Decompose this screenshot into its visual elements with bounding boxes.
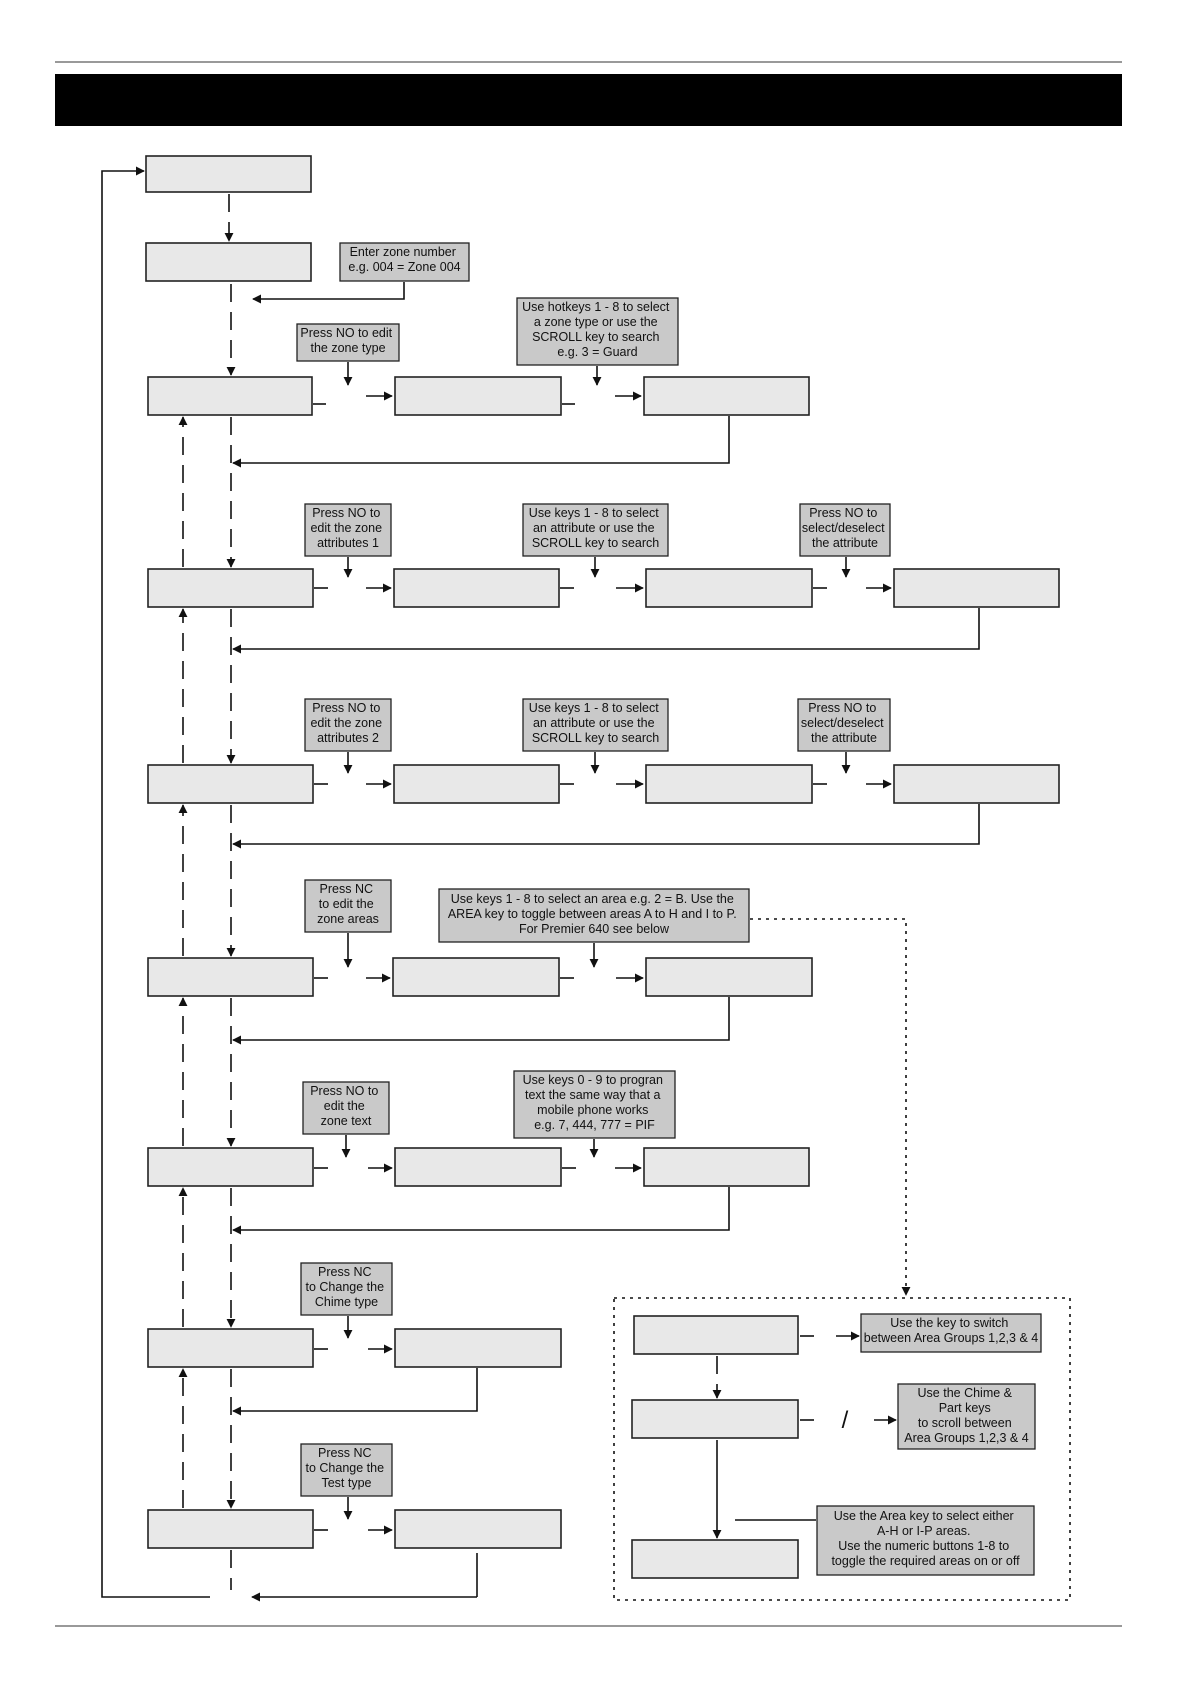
note-area-groups-scroll: Use the Chime & Part keys to scroll betw… <box>897 1383 1036 1450</box>
premier-640-panel <box>613 1297 1071 1601</box>
display-box-areas-b <box>392 957 560 997</box>
display-box-chime <box>147 1328 314 1368</box>
display-box-test-b <box>394 1509 562 1549</box>
note-area-groups-switch: Use the key to switch between Area Group… <box>860 1313 1042 1353</box>
display-box-area-group-2 <box>631 1399 799 1439</box>
display-box-start <box>145 155 312 193</box>
display-box-areas <box>147 957 314 997</box>
display-box-zone-type <box>147 376 313 416</box>
display-box-area-group-3 <box>631 1539 799 1579</box>
note-press-no-attributes-2: Press NO to edit the zone attributes 2 <box>304 698 392 752</box>
svg-text:Use keys 1 - 8 to select: Use keys 1 - 8 to select an attribute or… <box>529 701 662 745</box>
note-select-attribute-1: Press NO to select/deselect the attribut… <box>799 503 891 557</box>
svg-text:Use the key to switch: Use the key to switch between Area Group… <box>864 1316 1038 1345</box>
note-press-no-attributes-1: Press NO to edit the zone attributes 1 <box>304 503 392 557</box>
row6-return <box>232 1368 478 1416</box>
svg-text:Press NO to edit the zon: Press NO to edit the zone attributes 2 <box>310 701 385 745</box>
note-press-no-test: Press NC to Change the Test type <box>300 1443 393 1497</box>
svg-text:Use keys 1 - 8 to select an ar: Use keys 1 - 8 to select an area e.g. 2 … <box>448 892 740 936</box>
note-select-attribute-2: Press NO to select/deselect the attribut… <box>797 698 891 752</box>
svg-text:Enter zone number e.g. 0: Enter zone number e.g. 004 = Zone 004 <box>348 245 460 274</box>
note-keys-areas: Use keys 1 - 8 to select an area e.g. 2 … <box>438 888 750 943</box>
svg-text:Use hotkeys 1 - 8 to select: Use hotkeys 1 - 8 to select a zone type … <box>522 300 673 359</box>
display-box-text-c <box>643 1147 810 1187</box>
display-box-test <box>147 1509 314 1549</box>
display-box-attributes-1 <box>147 568 314 608</box>
display-box-attributes-1-d <box>893 568 1060 608</box>
note-area-select: Use the Area key to select either A-H or… <box>816 1505 1035 1576</box>
row5-return <box>232 1187 730 1235</box>
svg-text:Use the Area key to select eit: Use the Area key to select either A-H or… <box>831 1509 1020 1568</box>
note-keys-attributes-1: Use keys 1 - 8 to select an attribute or… <box>522 503 669 557</box>
svg-text:Use the Chime & Part key: Use the Chime & Part keys to scroll betw… <box>904 1386 1028 1445</box>
svg-text:Use keys 1 - 8 to select: Use keys 1 - 8 to select an attribute or… <box>529 506 662 550</box>
display-box-zone-type-2 <box>394 376 562 416</box>
slash-symbol: / <box>842 1407 849 1434</box>
svg-text:Use keys 0 - 9 to progran: Use keys 0 - 9 to progran text the same … <box>523 1073 667 1132</box>
svg-text:Press NO to select/desel: Press NO to select/deselect the attribut… <box>802 506 888 550</box>
display-box-attributes-2-c <box>645 764 813 804</box>
row2-return <box>232 608 980 654</box>
row1-return <box>232 416 730 468</box>
note-hotkeys-zone-type: Use hotkeys 1 - 8 to select a zone type … <box>516 297 679 366</box>
display-box-text-b <box>394 1147 562 1187</box>
svg-text:Press NO to edit the zon: Press NO to edit the zone attributes 1 <box>310 506 385 550</box>
note-press-no-chime: Press NC to Change the Chime type <box>300 1262 393 1316</box>
svg-text:Press NO to edit the: Press NO to edit the zone text <box>310 1084 382 1128</box>
display-box-zone-type-3 <box>643 376 810 416</box>
note-press-no-zone-type: Press NO to edit the zone type <box>296 323 400 362</box>
svg-text:Press NC to Change the: Press NC to Change the Chime type <box>305 1265 387 1309</box>
row4-return <box>232 997 730 1045</box>
svg-text:Press NC to Change the: Press NC to Change the Test type <box>305 1446 387 1490</box>
svg-text:Press NC to edit the: Press NC to edit the zone areas <box>317 882 379 926</box>
display-box-attributes-1-b <box>393 568 560 608</box>
display-box-zone-select <box>145 242 312 282</box>
flow-enter-zone <box>252 282 405 304</box>
row3-return <box>232 804 980 849</box>
note-keys-text: Use keys 0 - 9 to progran text the same … <box>513 1070 676 1139</box>
display-box-text <box>147 1147 314 1187</box>
display-box-attributes-2 <box>147 764 314 804</box>
header-band <box>55 74 1122 126</box>
display-box-attributes-2-d <box>893 764 1060 804</box>
display-box-attributes-1-c <box>645 568 813 608</box>
return-loop-line <box>101 166 210 1598</box>
display-box-areas-c <box>645 957 813 997</box>
note-keys-attributes-2: Use keys 1 - 8 to select an attribute or… <box>522 698 669 752</box>
display-box-area-group-1 <box>633 1315 799 1355</box>
svg-text:Press NO to select/desel: Press NO to select/deselect the attribut… <box>801 701 887 745</box>
note-press-no-text: Press NO to edit the zone text <box>302 1081 390 1135</box>
display-box-attributes-2-b <box>393 764 560 804</box>
note-press-no-areas: Press NC to edit the zone areas <box>304 879 392 933</box>
svg-text:Press NO to edit the zon: Press NO to edit the zone type <box>300 326 395 355</box>
display-box-chime-b <box>394 1328 562 1368</box>
note-enter-zone: Enter zone number e.g. 004 = Zone 004 <box>339 242 470 282</box>
